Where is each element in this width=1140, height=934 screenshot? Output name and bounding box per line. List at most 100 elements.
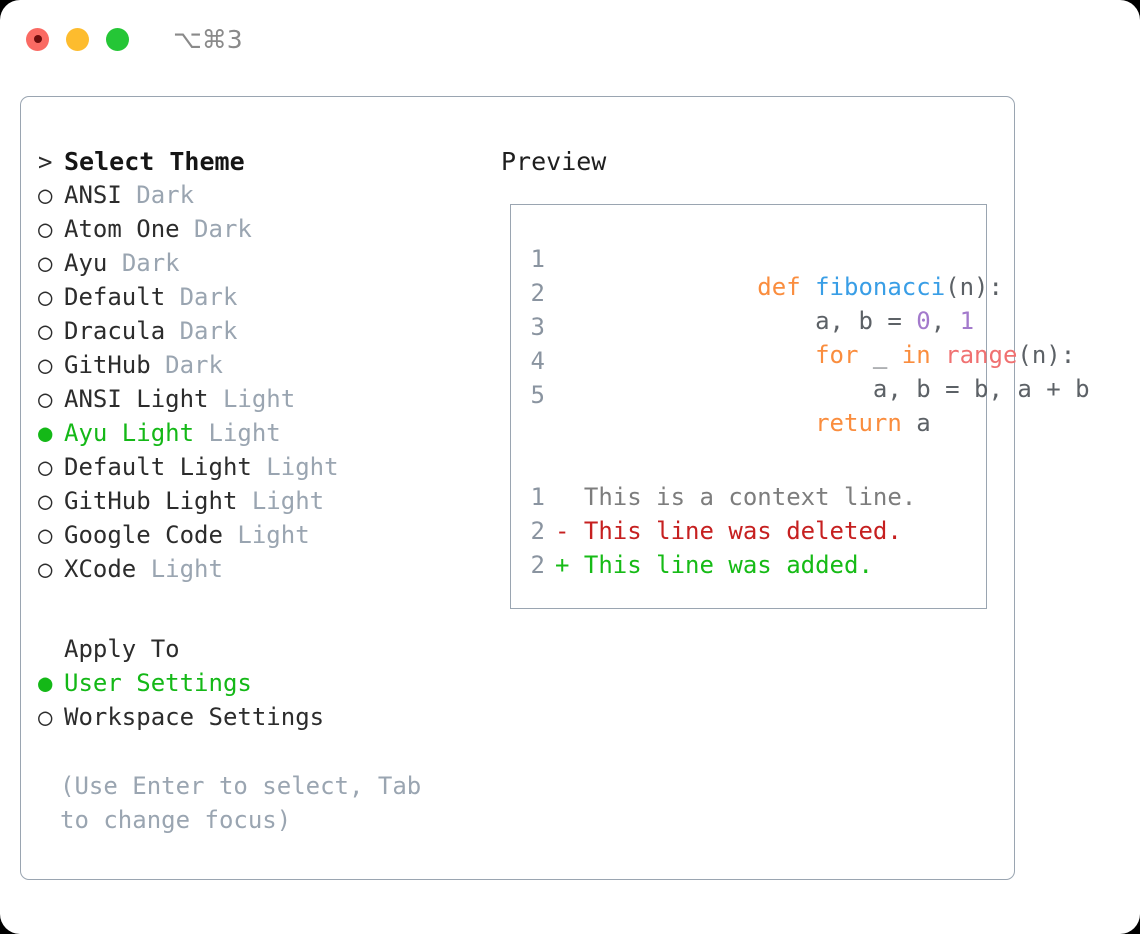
radio-unselected-icon[interactable]: ○ <box>38 521 53 549</box>
theme-option-github-dark[interactable]: ○ GitHub Dark <box>38 351 501 385</box>
traffic-lights <box>26 27 129 51</box>
code-token: range <box>945 341 1018 369</box>
radio-unselected-icon[interactable]: ○ <box>38 215 53 243</box>
line-number: 5 <box>530 381 545 409</box>
radio-unselected-icon[interactable]: ○ <box>38 487 53 515</box>
preview-box: 1 def fibonacci(n): 2 a, b = 0, 1 3 <box>510 204 1090 609</box>
apply-to-workspace-settings[interactable]: ○ Workspace Settings <box>38 703 501 737</box>
theme-option-label: GitHub <box>64 351 151 379</box>
preview-title: Preview <box>501 147 607 176</box>
radio-unselected-icon[interactable]: ○ <box>38 317 53 345</box>
code-token: return <box>757 409 917 437</box>
theme-variant-label: Dark <box>194 215 252 243</box>
close-window-button[interactable] <box>26 27 49 51</box>
theme-option-label: XCode <box>64 555 137 583</box>
diff-sign: + <box>555 551 570 579</box>
theme-option-ansi-light[interactable]: ○ ANSI Light Light <box>38 385 501 419</box>
code-line: 1 def fibonacci(n): <box>511 245 1003 301</box>
theme-option-default-light[interactable]: ○ Default Light Light <box>38 453 501 487</box>
theme-option-label: ANSI <box>64 181 122 209</box>
code-line: 5 return a <box>511 381 986 437</box>
code-token: for <box>757 341 873 369</box>
line-number: 1 <box>530 483 545 511</box>
theme-option-ansi-dark[interactable]: ○ ANSI Dark <box>38 181 501 215</box>
code-line: 2 a, b = 0, 1 <box>511 279 986 335</box>
keyboard-hint-text: (Use Enter to select, Tab to change focu… <box>60 772 422 834</box>
radio-unselected-icon[interactable]: ○ <box>38 385 53 413</box>
diff-line-added: 2 + This line was added. <box>511 551 986 585</box>
radio-unselected-icon[interactable]: ○ <box>38 283 53 311</box>
radio-unselected-icon[interactable]: ○ <box>38 703 53 731</box>
theme-option-google-code[interactable]: ○ Google Code Light <box>38 521 501 555</box>
theme-list-title: Select Theme <box>64 147 245 176</box>
line-number: 2 <box>530 551 545 579</box>
apply-to-header: Apply To <box>38 635 501 669</box>
line-number: 1 <box>530 245 545 273</box>
code-line: 3 for _ in range(n): <box>511 313 1076 369</box>
diff-sign: - <box>555 517 570 545</box>
theme-option-ayu-dark[interactable]: ○ Ayu Dark <box>38 249 501 283</box>
code-token: _ <box>872 341 902 369</box>
theme-variant-label: Light <box>222 385 296 413</box>
theme-option-label: Default <box>64 283 166 311</box>
code-token: a <box>916 409 931 437</box>
close-icon <box>33 35 42 43</box>
theme-option-atom-one-dark[interactable]: ○ Atom One Dark <box>38 215 501 249</box>
code-content: a, b = 0, 1 <box>555 279 974 363</box>
prompt-caret-icon: > <box>38 148 53 176</box>
theme-list-header: > Select Theme <box>38 147 501 181</box>
theme-option-xcode[interactable]: ○ XCode Light <box>38 555 501 589</box>
theme-variant-label: Dark <box>121 249 180 277</box>
radio-unselected-icon[interactable]: ○ <box>38 453 53 481</box>
diff-line-context: 1 This is a context line. <box>511 483 986 517</box>
theme-option-variant <box>122 181 136 209</box>
theme-selection-column: > Select Theme ○ ANSI Dark ○ Atom One Da… <box>21 97 501 879</box>
theme-option-dracula-dark[interactable]: ○ Dracula Dark <box>38 317 501 351</box>
theme-variant-label: Light <box>208 419 281 447</box>
theme-option-label: Default Light <box>64 453 252 481</box>
spacer-icon <box>38 635 64 663</box>
theme-variant-label: Light <box>150 555 223 583</box>
code-token: 1 <box>959 307 975 335</box>
diff-line-deleted: 2 - This line was deleted. <box>511 517 986 551</box>
theme-option-label: ANSI Light <box>64 385 209 413</box>
diff-text: This line was deleted. <box>569 517 902 545</box>
diff-text: This line was added. <box>569 551 873 579</box>
theme-variant-label: Light <box>266 453 339 481</box>
apply-to-title: Apply To <box>64 635 180 663</box>
radio-unselected-icon[interactable]: ○ <box>38 249 53 277</box>
diff-sign <box>555 483 569 511</box>
radio-selected-icon[interactable]: ● <box>38 419 53 447</box>
theme-option-label: Google Code <box>64 521 223 549</box>
radio-unselected-icon[interactable]: ○ <box>38 555 53 583</box>
keyboard-shortcut-label: ⌥⌘3 <box>173 24 243 54</box>
code-token: fibonacci <box>815 273 946 301</box>
theme-variant-label: Dark <box>165 351 223 379</box>
code-token: (n): <box>945 273 1003 301</box>
radio-selected-icon[interactable]: ● <box>38 669 53 697</box>
code-token: (n): <box>1017 341 1076 369</box>
theme-option-default-dark[interactable]: ○ Default Dark <box>38 283 501 317</box>
code-content: return a <box>555 381 931 465</box>
theme-option-ayu-light[interactable]: ● Ayu Light Light <box>38 419 501 453</box>
diff-text: This is a context line. <box>569 483 917 511</box>
main-panel: > Select Theme ○ ANSI Dark ○ Atom One Da… <box>20 96 1090 880</box>
apply-to-user-settings[interactable]: ● User Settings <box>38 669 501 703</box>
theme-variant-label: Dark <box>136 181 195 209</box>
radio-unselected-icon[interactable]: ○ <box>38 181 53 209</box>
theme-option-github-light[interactable]: ○ GitHub Light Light <box>38 487 501 521</box>
code-content: for _ in range(n): <box>555 313 1075 397</box>
minimize-window-button[interactable] <box>66 27 89 51</box>
section-spacer <box>38 589 501 635</box>
code-token: def <box>757 273 816 301</box>
code-token: , <box>930 307 960 335</box>
radio-unselected-icon[interactable]: ○ <box>38 351 53 379</box>
line-number: 2 <box>530 517 545 545</box>
line-number: 2 <box>530 279 545 307</box>
maximize-window-button[interactable] <box>106 27 129 51</box>
title-bar: ⌥⌘3 <box>0 0 1140 78</box>
theme-option-label: Dracula <box>64 317 166 345</box>
apply-to-label: Workspace Settings <box>64 703 325 731</box>
apply-to-label: User Settings <box>64 669 252 697</box>
